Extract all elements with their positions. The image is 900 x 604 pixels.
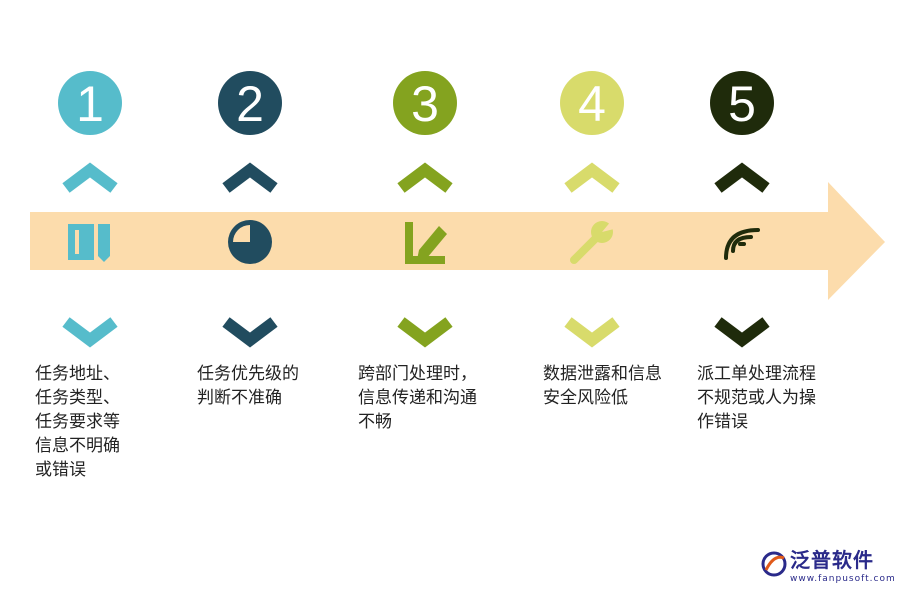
step-5-chevron-down-icon (714, 317, 770, 348)
timeline-arrow (30, 182, 885, 300)
step-2-text: 任务优先级的 判断不准确 (197, 364, 299, 408)
watermark-brand: 泛普软件 (790, 548, 874, 572)
step-3-chevron-up-icon (397, 162, 453, 193)
step-3-badge (393, 71, 457, 135)
step-2-chevron-down-icon (222, 317, 278, 348)
signal-icon (724, 228, 760, 260)
step-4-number: 4 (578, 76, 606, 132)
wrench-icon (570, 220, 618, 264)
step-2-badge (218, 71, 282, 135)
step-1-chevron-down-icon (62, 317, 118, 348)
edit-icon (405, 222, 447, 264)
pie-chart-icon (228, 220, 272, 264)
step-1-text: 任务地址、 任务类型、 任务要求等 信息不明确 或错误 (35, 364, 120, 480)
step-1-badge (58, 71, 122, 135)
step-2-chevron-up-icon (222, 162, 278, 193)
step-5-number: 5 (728, 76, 756, 132)
watermark-url: www.fanpusoft.com (790, 574, 896, 584)
step-3-chevron-down-icon (397, 317, 453, 348)
step-1-chevron-up-icon (62, 162, 118, 193)
step-3-number: 3 (411, 76, 439, 132)
book-icon (68, 224, 110, 262)
step-4-badge (560, 71, 624, 135)
step-3-text: 跨部门处理时， 信息传递和沟通 不畅 (358, 364, 477, 432)
step-4-chevron-up-icon (564, 162, 620, 193)
step-4-chevron-down-icon (564, 317, 620, 348)
step-5-chevron-up-icon (714, 162, 770, 193)
step-1-number: 1 (76, 76, 104, 132)
watermark: 泛普软件 www.fanpusoft.com (760, 548, 895, 590)
brand-logo-icon (761, 551, 787, 577)
step-5-text: 派工单处理流程 不规范或人为操 作错误 (697, 364, 816, 432)
step-5-badge (710, 71, 774, 135)
step-4-text: 数据泄露和信息 安全风险低 (543, 364, 662, 408)
step-2-number: 2 (236, 76, 264, 132)
